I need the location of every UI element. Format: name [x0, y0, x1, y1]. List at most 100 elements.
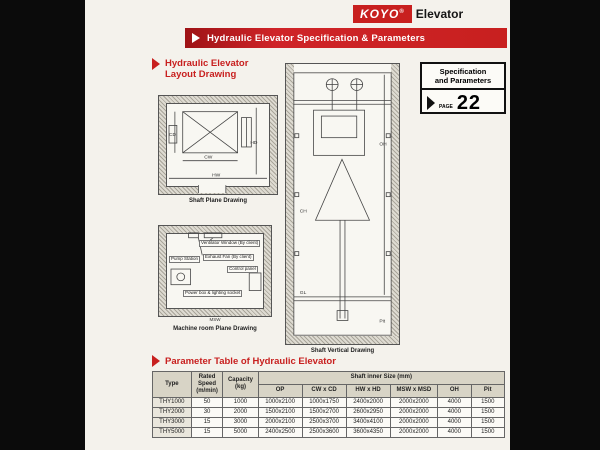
- dim-pit-label: Pit: [379, 318, 385, 324]
- shaft-vertical-drawing: OH CH GL Pit: [285, 63, 400, 345]
- layout-heading-line2: Layout Drawing: [165, 69, 237, 81]
- col-group-shaft-size: Shaft inner Size (mm): [257, 371, 506, 385]
- cell-speed: 15: [190, 426, 224, 438]
- dim-cd-label: CD: [169, 132, 177, 138]
- cell-type: THY5000: [152, 426, 192, 438]
- cell-speed: 15: [190, 416, 224, 428]
- cell-pit: 1500: [470, 396, 506, 408]
- pump-station-label: Pump Station: [169, 256, 201, 263]
- shaft-vertical-caption: Shaft Vertical Drawing: [310, 348, 375, 354]
- spec-box-page-row: PAGE 22: [422, 90, 504, 113]
- layout-heading-text: Hydraulic Elevator Layout Drawing: [165, 58, 248, 81]
- cell-oh: 4000: [437, 406, 472, 418]
- brand-name: KOYO: [360, 7, 400, 21]
- cell-hwhd: 3400x4100: [345, 416, 391, 428]
- pit-floor: [286, 336, 399, 344]
- shaft-plane-interior: [166, 103, 270, 187]
- shaft-plane-diagram: CW HW CD HD: [168, 107, 267, 194]
- brand-suffix: Elevator: [415, 7, 464, 21]
- spec-box-line2: and Parameters: [434, 76, 492, 86]
- col-header-speed: Rated Speed (m/min): [190, 371, 224, 398]
- cell-oh: 4000: [437, 416, 472, 428]
- cell-op: 1500x2100: [257, 406, 303, 418]
- cell-hwhd: 3600x4350: [345, 426, 391, 438]
- title-banner: Hydraulic Elevator Specification & Param…: [185, 28, 507, 48]
- cell-cwcd: 2500x3600: [301, 426, 347, 438]
- exhaust-fan-label: Exhaust Fan (By client): [203, 254, 254, 261]
- power-box-label: Power box & lighting socket: [183, 290, 243, 297]
- parameter-table: Type Rated Speed (m/min) Capacity (kg) S…: [152, 371, 506, 438]
- dim-gl-label: GL: [300, 290, 307, 296]
- cell-capacity: 3000: [222, 416, 259, 428]
- cell-capacity: 1000: [222, 396, 259, 408]
- machine-room-caption: Machine room Plane Drawing: [173, 326, 257, 332]
- table-row: THY5000 15 5000 2400x2500 2500x3600 3600…: [152, 426, 506, 438]
- cell-speed: 30: [190, 406, 224, 418]
- table-row: THY3000 15 3000 2000x2100 2500x3700 3400…: [152, 416, 506, 428]
- cell-capacity: 5000: [222, 426, 259, 438]
- koyo-logo: KOYO® Elevator: [353, 5, 463, 23]
- cell-speed: 50: [190, 396, 224, 408]
- spec-page-box: Specification and Parameters PAGE 22: [420, 62, 506, 114]
- shaft-wall-left: [286, 64, 294, 344]
- cell-cwcd: 1000x1750: [301, 396, 347, 408]
- dim-hd-label: HD: [250, 140, 258, 146]
- layout-heading-line1: Hydraulic Elevator: [165, 58, 249, 69]
- layout-drawing-heading: Hydraulic Elevator Layout Drawing: [152, 58, 248, 81]
- table-row: THY2000 30 2000 1500x2100 1500x2700 2600…: [152, 406, 506, 418]
- cell-type: THY3000: [152, 416, 192, 428]
- table-row: THY1000 50 1000 1000x2100 1000x1750 2400…: [152, 396, 506, 408]
- banner-arrow-icon: [192, 33, 200, 43]
- dim-cw-label: CW: [204, 155, 213, 161]
- cell-type: THY1000: [152, 396, 192, 408]
- col-header-type: Type: [152, 371, 192, 398]
- cell-hwhd: 2400x2000: [345, 396, 391, 408]
- col-header-oh: OH: [437, 383, 472, 398]
- cell-pit: 1500: [470, 416, 506, 428]
- cell-type: THY2000: [152, 406, 192, 418]
- col-header-pit: Pit: [470, 383, 506, 398]
- cell-op: 1000x2100: [257, 396, 303, 408]
- cell-op: 2400x2500: [257, 426, 303, 438]
- cell-pit: 1500: [470, 426, 506, 438]
- catalog-page: KOYO® Elevator Hydraulic Elevator Specif…: [85, 0, 510, 450]
- col-header-op: OP: [257, 383, 303, 398]
- heading-arrow-icon: [152, 58, 160, 70]
- parameter-heading-text: Parameter Table of Hydraulic Elevator: [165, 355, 336, 367]
- col-header-hwhd: HW x HD: [345, 383, 391, 398]
- heading-arrow-icon: [152, 355, 160, 367]
- shaft-vertical-diagram: OH CH GL Pit: [293, 72, 392, 336]
- parameter-table-heading: Parameter Table of Hydraulic Elevator: [152, 355, 336, 367]
- control-panel-label: Control panel: [227, 266, 258, 273]
- col-header-cwcd: CW x CD: [301, 383, 347, 398]
- ventilator-window-label: Ventilator Window (By client): [199, 240, 261, 247]
- shaft-plane-caption: Shaft Plane Drawing: [188, 198, 247, 204]
- cell-hwhd: 2600x2950: [345, 406, 391, 418]
- page-number: 22: [456, 91, 482, 114]
- dim-oh-label: OH: [379, 142, 387, 148]
- shaft-wall-right: [391, 64, 399, 344]
- spec-box-title: Specification and Parameters: [422, 64, 504, 90]
- dim-hw-label: HW: [212, 172, 221, 178]
- cell-pit: 1500: [470, 406, 506, 418]
- page-title: Hydraulic Elevator Specification & Param…: [207, 32, 426, 44]
- cell-mswmsd: 2000x2000: [389, 406, 439, 418]
- page-chevron-icon: [427, 95, 435, 110]
- cell-oh: 4000: [437, 426, 472, 438]
- col-header-capacity: Capacity (kg): [222, 371, 259, 398]
- cell-op: 2000x2100: [257, 416, 303, 428]
- cell-mswmsd: 2000x2000: [389, 416, 439, 428]
- cell-cwcd: 2500x3700: [301, 416, 347, 428]
- page-label: PAGE: [439, 103, 453, 110]
- cell-mswmsd: 2000x2000: [389, 396, 439, 408]
- dim-ch-label: CH: [300, 208, 308, 214]
- spec-box-line1: Specification: [439, 67, 487, 76]
- cell-cwcd: 1500x2700: [301, 406, 347, 418]
- koyo-logo-box: KOYO®: [353, 5, 412, 23]
- shaft-plane-drawing: CW HW CD HD: [158, 95, 278, 195]
- registered-mark: ®: [399, 9, 405, 15]
- machine-room-width-dim: MSW: [209, 317, 221, 322]
- cell-mswmsd: 2000x2000: [389, 426, 439, 438]
- cell-capacity: 2000: [222, 406, 259, 418]
